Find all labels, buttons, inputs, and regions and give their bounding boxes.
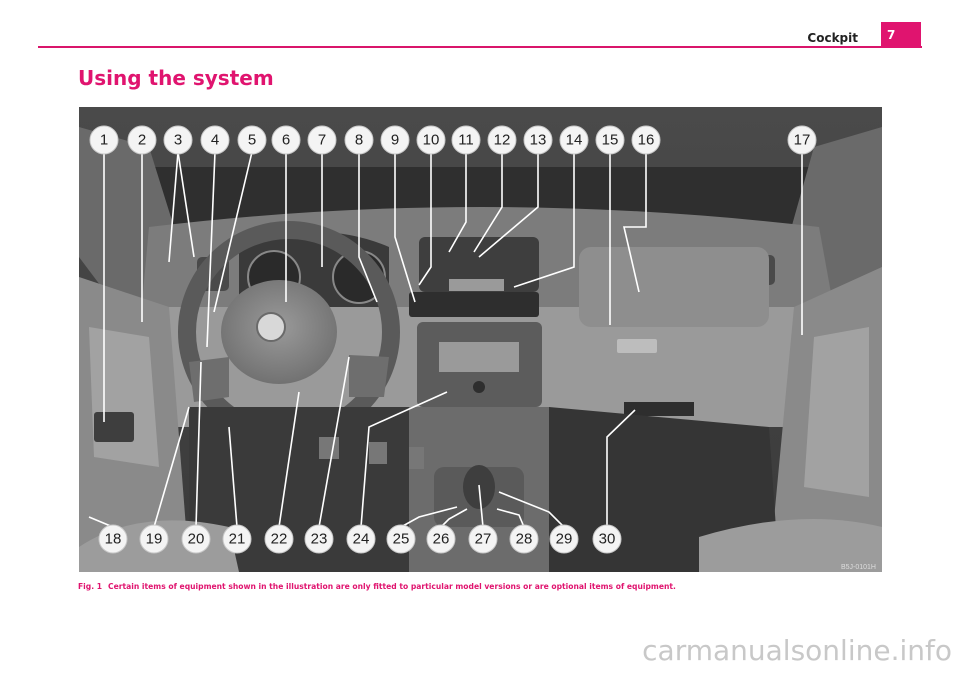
callout-21: 21	[222, 524, 252, 554]
pedal-clutch	[409, 447, 424, 469]
callout-3: 3	[163, 125, 193, 155]
callout-10: 10	[416, 125, 446, 155]
pedal-brake	[319, 437, 339, 459]
callout-15: 15	[595, 125, 625, 155]
callout-19: 19	[139, 524, 169, 554]
callout-24: 24	[346, 524, 376, 554]
right-door-panel	[804, 327, 869, 497]
callout-30: 30	[592, 524, 622, 554]
callout-6: 6	[271, 125, 301, 155]
storage-tray	[624, 402, 694, 416]
callout-17: 17	[787, 125, 817, 155]
svg-text:30: 30	[599, 531, 616, 548]
svg-text:1: 1	[100, 132, 108, 149]
svg-text:12: 12	[494, 132, 511, 149]
glove-compartment	[579, 247, 769, 327]
svg-text:26: 26	[433, 531, 450, 548]
svg-text:29: 29	[556, 531, 573, 548]
svg-text:23: 23	[311, 531, 328, 548]
callout-7: 7	[307, 125, 337, 155]
leader-lines-top	[103, 151, 803, 422]
svg-text:16: 16	[638, 132, 655, 149]
figure-label: Fig. 1	[78, 582, 103, 591]
callout-9: 9	[380, 125, 410, 155]
svg-text:22: 22	[271, 531, 288, 548]
leader-lines-bottom	[88, 356, 636, 528]
callout-4: 4	[200, 125, 230, 155]
callout-23: 23	[304, 524, 334, 554]
svg-text:27: 27	[475, 531, 492, 548]
callout-2: 2	[127, 125, 157, 155]
figure-caption: Fig. 1 Certain items of equipment shown i…	[78, 582, 676, 591]
svg-text:19: 19	[146, 531, 163, 548]
callout-26: 26	[426, 524, 456, 554]
svg-text:28: 28	[516, 531, 533, 548]
climate-controls	[409, 292, 539, 317]
callout-28: 28	[509, 524, 539, 554]
callout-27: 27	[468, 524, 498, 554]
pedal-accelerator	[369, 442, 387, 464]
svg-text:15: 15	[602, 132, 619, 149]
page-number-tab: 7	[881, 22, 921, 48]
svg-text:14: 14	[566, 132, 583, 149]
callout-20: 20	[181, 524, 211, 554]
callout-16: 16	[631, 125, 661, 155]
glovebox-handle	[617, 339, 657, 353]
passenger-seat	[699, 519, 882, 572]
callout-18: 18	[98, 524, 128, 554]
callout-12: 12	[487, 125, 517, 155]
climate-display	[449, 279, 504, 291]
svg-text:24: 24	[353, 531, 370, 548]
window-switches	[94, 412, 134, 442]
svg-text:10: 10	[423, 132, 440, 149]
svg-text:25: 25	[393, 531, 410, 548]
wheel-spoke-right	[349, 355, 389, 397]
callout-13: 13	[523, 125, 553, 155]
svg-text:6: 6	[282, 132, 290, 149]
callout-1: 1	[89, 125, 119, 155]
callout-25: 25	[386, 524, 416, 554]
radio-knob	[473, 381, 485, 393]
callout-22: 22	[264, 524, 294, 554]
callout-5: 5	[237, 125, 267, 155]
brand-logo	[256, 312, 286, 342]
callout-14: 14	[559, 125, 589, 155]
svg-text:18: 18	[105, 531, 122, 548]
svg-text:17: 17	[794, 132, 811, 149]
svg-text:7: 7	[318, 132, 326, 149]
svg-text:5: 5	[248, 132, 256, 149]
callout-11: 11	[451, 125, 481, 155]
svg-text:13: 13	[530, 132, 547, 149]
svg-text:8: 8	[355, 132, 363, 149]
left-door-panel	[89, 327, 159, 467]
watermark: carmanualsonline.info	[642, 634, 952, 667]
figure-caption-text: Certain items of equipment shown in the …	[108, 582, 676, 591]
section-heading: Using the system	[78, 66, 274, 90]
radio-display	[439, 342, 519, 372]
figure-code: B5J-0101H	[841, 564, 876, 571]
header-section-title: Cockpit	[807, 31, 858, 45]
svg-text:11: 11	[458, 132, 474, 149]
svg-text:21: 21	[229, 531, 246, 548]
wheel-spoke-left	[189, 357, 229, 402]
svg-text:20: 20	[188, 531, 205, 548]
callout-29: 29	[549, 524, 579, 554]
callouts-bottom: 18 19 20 21 22 23 24 25 26 27 28 29 30	[98, 524, 622, 554]
callout-8: 8	[344, 125, 374, 155]
svg-text:9: 9	[391, 132, 399, 149]
svg-text:2: 2	[138, 132, 146, 149]
header-rule	[38, 46, 922, 48]
svg-text:4: 4	[211, 132, 219, 149]
svg-text:3: 3	[174, 132, 182, 149]
